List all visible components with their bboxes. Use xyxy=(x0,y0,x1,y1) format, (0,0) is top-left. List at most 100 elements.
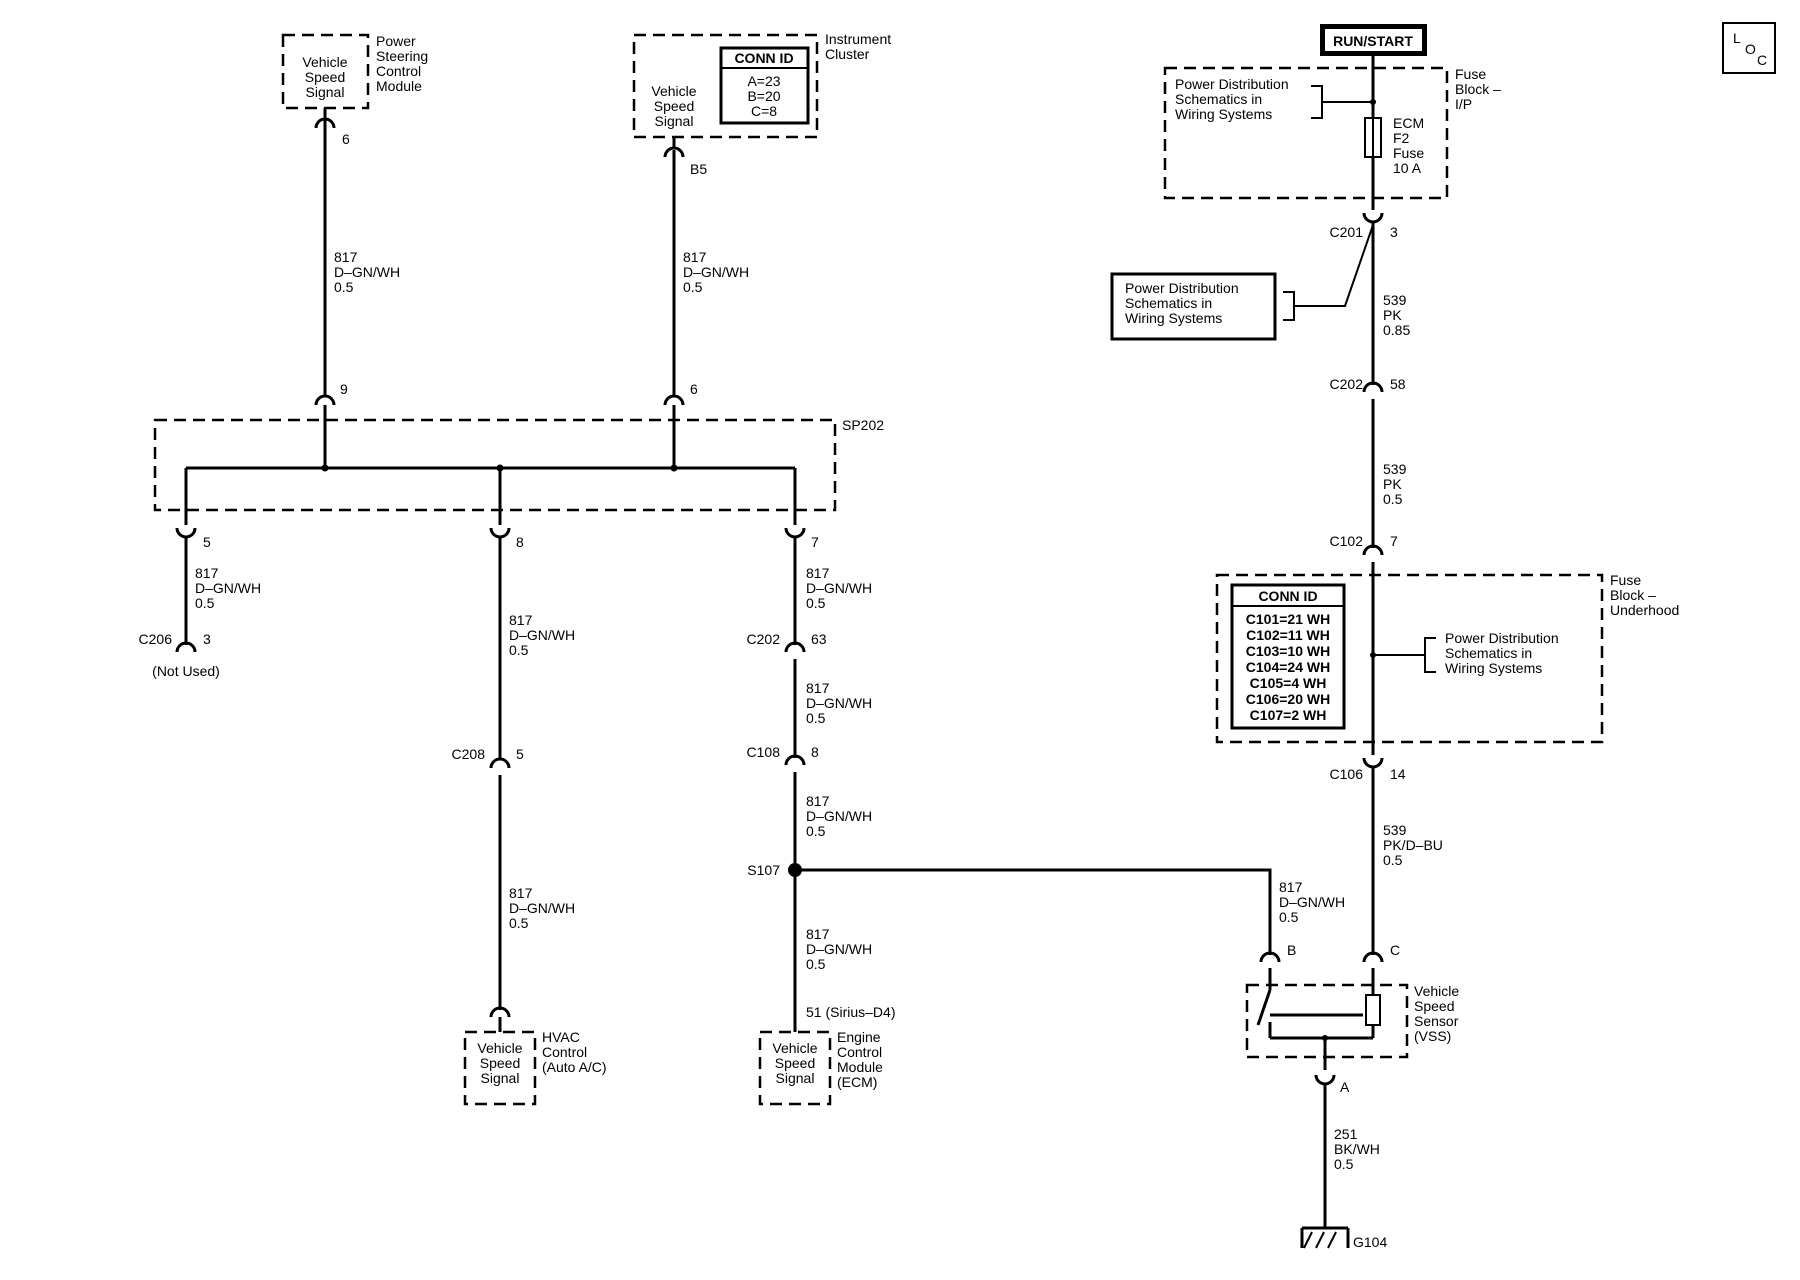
loc-icon: L O C xyxy=(1722,22,1776,74)
svg-text:0.5: 0.5 xyxy=(806,595,826,611)
svg-text:D–GN/WH: D–GN/WH xyxy=(509,900,575,916)
ic-conn-title: CONN ID xyxy=(734,50,793,66)
svg-text:0.5: 0.5 xyxy=(683,279,703,295)
ps-module-line-3: Control xyxy=(376,63,421,79)
ic-signal-line-2: Speed xyxy=(654,98,694,114)
c206-name: C206 xyxy=(139,631,173,647)
svg-text:D–GN/WH: D–GN/WH xyxy=(806,695,872,711)
ic-conn-id-box: CONN ID A=23 B=20 C=8 xyxy=(719,46,810,125)
ecm-signal-line-2: Speed xyxy=(775,1055,815,1071)
fuse-underhood-name-2: Block – xyxy=(1610,587,1656,603)
run-start-label: RUN/START xyxy=(1320,24,1427,56)
loc-letter-o: O xyxy=(1745,41,1756,57)
wire-label-vss-b: 817 D–GN/WH 0.5 xyxy=(1279,879,1345,925)
ps-module-line-4: Module xyxy=(376,78,422,94)
c106-connector: C106 14 xyxy=(1330,742,1406,782)
c108-left-connector: C108 8 xyxy=(747,744,819,785)
wire-label-ground: 251 BK/WH 0.5 xyxy=(1334,1126,1380,1172)
svg-text:D–GN/WH: D–GN/WH xyxy=(806,941,872,957)
svg-text:817: 817 xyxy=(1279,879,1303,895)
ic-signal-line-3: Signal xyxy=(655,113,694,129)
ps-signal-line-1: Vehicle xyxy=(302,54,347,70)
ic-conn-a: A=23 xyxy=(747,73,780,89)
power-ref-c201: Power Distribution Schematics in Wiring … xyxy=(1110,224,1374,341)
fuse-underhood-name-1: Fuse xyxy=(1610,572,1641,588)
svg-text:539: 539 xyxy=(1383,461,1407,477)
wire-label-ic: 817 D–GN/WH 0.5 xyxy=(683,249,749,295)
svg-text:817: 817 xyxy=(509,612,533,628)
wire-label-vss-c: 539 PK/D–BU 0.5 xyxy=(1383,822,1443,868)
c208-pin: 5 xyxy=(516,746,524,762)
c102-connector: C102 7 xyxy=(1330,533,1398,575)
c202-left-pin: 63 xyxy=(811,631,827,647)
c206-note: (Not Used) xyxy=(152,663,220,679)
wire-label-c208: 817 D–GN/WH 0.5 xyxy=(509,612,575,658)
underhood-conn-3: C103=10 WH xyxy=(1246,643,1330,659)
wire-label-ps: 817 D–GN/WH 0.5 xyxy=(334,249,400,295)
c106-name: C106 xyxy=(1330,766,1364,782)
vss-pin-a: A xyxy=(1340,1079,1350,1095)
ecm-module-line-2: Control xyxy=(837,1044,882,1060)
svg-text:PK: PK xyxy=(1383,307,1402,323)
c106-pin: 14 xyxy=(1390,766,1406,782)
ps-module-line-2: Steering xyxy=(376,48,428,64)
fuse-block-underhood: Fuse Block – Underhood CONN ID C101=21 W… xyxy=(1215,572,1679,744)
svg-text:0.5: 0.5 xyxy=(806,710,826,726)
fuse-ip-ref-1: Power Distribution xyxy=(1175,76,1289,92)
underhood-conn-5: C105=4 WH xyxy=(1250,675,1327,691)
wire-label-ecm: 817 D–GN/WH 0.5 xyxy=(806,926,872,972)
c201-pin: 3 xyxy=(1390,224,1398,240)
vss-name-2: Speed xyxy=(1414,998,1454,1014)
vss-pin-b: B xyxy=(1287,942,1296,958)
wire-label-c202-left: 817 D–GN/WH 0.5 xyxy=(806,565,872,611)
ecm-module-line-4: (ECM) xyxy=(837,1074,877,1090)
hvac-module-line-1: HVAC xyxy=(542,1029,580,1045)
wire-label-c201: 539 PK 0.85 xyxy=(1383,292,1410,338)
sp202-pin-bottom-3: 7 xyxy=(811,534,819,550)
hvac-signal-line-1: Vehicle xyxy=(477,1040,522,1056)
c208-name: C208 xyxy=(452,746,486,762)
svg-text:817: 817 xyxy=(195,565,219,581)
c201-connector: C201 3 xyxy=(1330,212,1398,240)
svg-text:0.5: 0.5 xyxy=(195,595,215,611)
svg-text:539: 539 xyxy=(1383,822,1407,838)
c102-name: C102 xyxy=(1330,533,1364,549)
svg-text:817: 817 xyxy=(806,926,830,942)
power-ref-c201-line-1: Power Distribution xyxy=(1125,280,1239,296)
svg-text:251: 251 xyxy=(1334,1126,1358,1142)
c206-pin: 3 xyxy=(203,631,211,647)
svg-text:817: 817 xyxy=(806,793,830,809)
hvac-control-module: Vehicle Speed Signal HVAC Control (Auto … xyxy=(463,1006,607,1106)
vss-name-1: Vehicle xyxy=(1414,983,1459,999)
sp202-pin-bottom-1: 5 xyxy=(203,534,211,550)
c206-connector: C206 3 (Not Used) xyxy=(139,631,220,679)
fuse-ip-ref-2: Schematics in xyxy=(1175,91,1262,107)
ic-connector: B5 xyxy=(663,137,707,177)
ecm-signal-line-1: Vehicle xyxy=(772,1040,817,1056)
vss-name-4: (VSS) xyxy=(1414,1028,1451,1044)
underhood-conn-7: C107=2 WH xyxy=(1250,707,1327,723)
svg-text:817: 817 xyxy=(806,565,830,581)
s107-name: S107 xyxy=(747,862,780,878)
ecm-module-line-1: Engine xyxy=(837,1029,881,1045)
underhood-ref-3: Wiring Systems xyxy=(1445,660,1542,676)
svg-text:0.5: 0.5 xyxy=(806,823,826,839)
c108-left-name: C108 xyxy=(747,744,781,760)
sp202-pin-top-1: 9 xyxy=(340,381,348,397)
underhood-ref-2: Schematics in xyxy=(1445,645,1532,661)
c208-connector: C208 5 xyxy=(452,746,524,790)
fuse-block-ip-name-1: Fuse xyxy=(1455,66,1486,82)
c108-left-pin: 8 xyxy=(811,744,819,760)
svg-text:0.5: 0.5 xyxy=(1279,909,1299,925)
wire-label-c206: 817 D–GN/WH 0.5 xyxy=(195,565,261,611)
svg-text:539: 539 xyxy=(1383,292,1407,308)
underhood-conn-1: C101=21 WH xyxy=(1246,611,1330,627)
ps-pin: 6 xyxy=(342,131,350,147)
fuse-ecm-line-2: F2 xyxy=(1393,130,1410,146)
underhood-conn-6: C106=20 WH xyxy=(1246,691,1330,707)
hvac-module-line-3: (Auto A/C) xyxy=(542,1059,607,1075)
ps-module-line-1: Power xyxy=(376,33,416,49)
ps-connector: 6 xyxy=(314,108,350,147)
wire-label-c108-left: 817 D–GN/WH 0.5 xyxy=(806,680,872,726)
